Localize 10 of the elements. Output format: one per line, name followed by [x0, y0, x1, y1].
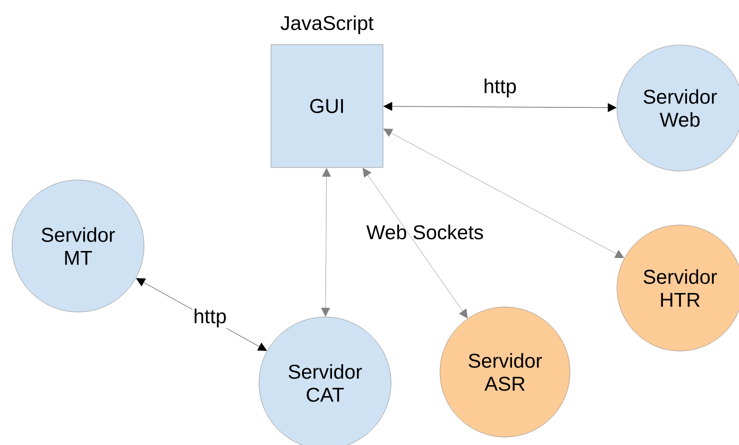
process-box: GUI [270, 44, 384, 168]
edge-label: http [192, 308, 228, 328]
arrow [136, 278, 267, 351]
arrow [383, 128, 624, 258]
heading-text: JavaScript [280, 15, 374, 34]
arrow [321, 168, 331, 317]
edge-label: http [482, 78, 518, 98]
arrow [383, 102, 617, 112]
arrow [362, 168, 468, 318]
connection-label: Web Sockets [366, 224, 483, 240]
